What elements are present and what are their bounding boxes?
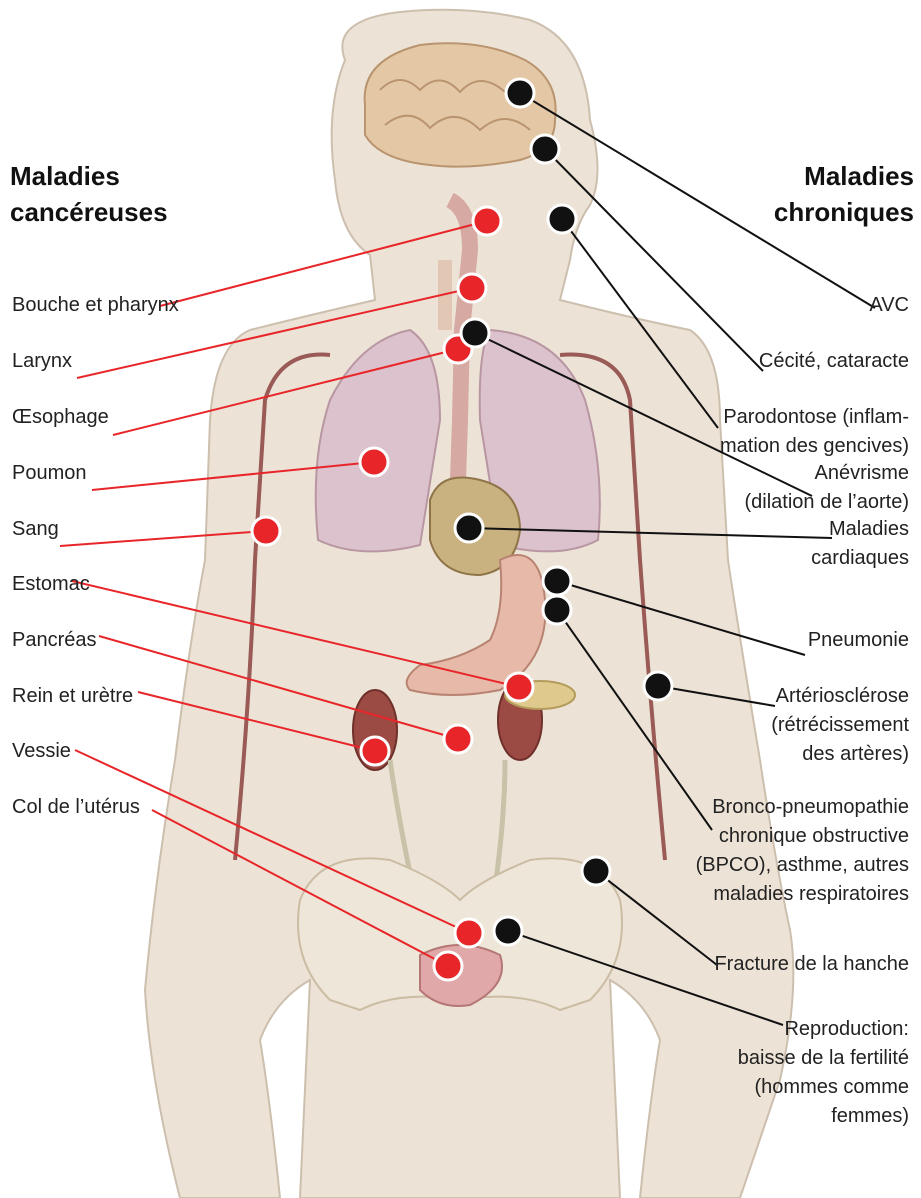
- chronic-label-10-line-1: Reproduction:: [738, 1015, 909, 1044]
- chronic-label-3-line-2: mation des gencives): [720, 432, 909, 461]
- chronic-label-3: Parodontose (inflam-mation des gencives): [720, 403, 909, 461]
- chronic-label-4-line-2: (dilation de l’aorte): [744, 488, 909, 517]
- cancer-label-9-line-1: Vessie: [12, 737, 71, 766]
- chronic-label-8-line-4: maladies respiratoires: [696, 880, 909, 909]
- chronic-marker-4: [461, 319, 489, 347]
- chronic-marker-5: [455, 514, 483, 542]
- cancer-label-3-line-1: Œsophage: [12, 403, 109, 432]
- chronic-label-6-line-1: Pneumonie: [808, 626, 909, 655]
- cancer-label-9: Vessie: [12, 737, 71, 766]
- cancer-marker-8: [361, 737, 389, 765]
- cancer-label-1: Bouche et pharynx: [12, 291, 179, 320]
- cancer-label-3: Œsophage: [12, 403, 109, 432]
- chronic-heading: Maladies chroniques: [774, 158, 914, 230]
- cancer-label-2: Larynx: [12, 347, 72, 376]
- chronic-label-8-line-3: (BPCO), asthme, autres: [696, 851, 909, 880]
- cancer-marker-7: [444, 725, 472, 753]
- chronic-label-4: Anévrisme(dilation de l’aorte): [744, 459, 909, 517]
- cancer-line-8: [138, 692, 375, 751]
- chronic-line-3: [562, 219, 718, 428]
- chronic-line-7: [658, 686, 775, 706]
- chronic-label-10: Reproduction:baisse de la fertilité(homm…: [738, 1015, 909, 1131]
- chronic-label-9: Fracture de la hanche: [714, 950, 909, 979]
- chronic-label-2: Cécité, cataracte: [759, 347, 909, 376]
- cancer-label-2-line-1: Larynx: [12, 347, 72, 376]
- chronic-marker-2: [531, 135, 559, 163]
- chronic-label-1-line-1: AVC: [869, 291, 909, 320]
- cancer-label-8-line-1: Rein et urètre: [12, 682, 133, 711]
- chronic-heading-line1: Maladies: [774, 158, 914, 194]
- chronic-label-10-line-3: (hommes comme: [738, 1073, 909, 1102]
- chronic-label-7-line-1: Artériosclérose: [771, 682, 909, 711]
- chronic-marker-9: [582, 857, 610, 885]
- cancer-line-1: [160, 221, 487, 306]
- chronic-label-4-line-1: Anévrisme: [744, 459, 909, 488]
- cancer-label-10-line-1: Col de l’utérus: [12, 793, 140, 822]
- cancer-label-5: Sang: [12, 515, 59, 544]
- cancer-label-5-line-1: Sang: [12, 515, 59, 544]
- cancer-label-4-line-1: Poumon: [12, 459, 87, 488]
- cancer-marker-10: [434, 952, 462, 980]
- cancer-label-7: Pancréas: [12, 626, 97, 655]
- chronic-label-8-line-1: Bronco-pneumopathie: [696, 793, 909, 822]
- chronic-marker-1: [506, 79, 534, 107]
- chronic-label-9-line-1: Fracture de la hanche: [714, 950, 909, 979]
- cancer-line-10: [152, 810, 448, 966]
- chronic-label-5-line-2: cardiaques: [811, 544, 909, 573]
- cancer-label-6-line-1: Estomac: [12, 570, 90, 599]
- chronic-heading-line2: chroniques: [774, 194, 914, 230]
- cancer-label-4: Poumon: [12, 459, 87, 488]
- cancer-label-7-line-1: Pancréas: [12, 626, 97, 655]
- chronic-label-8-line-2: chronique obstructive: [696, 822, 909, 851]
- cancer-marker-2: [458, 274, 486, 302]
- cancer-marker-9: [455, 919, 483, 947]
- cancer-line-6: [72, 581, 519, 687]
- chronic-marker-3: [548, 205, 576, 233]
- cancer-line-4: [92, 462, 374, 490]
- chronic-label-7: Artériosclérose(rétrécissementdes artère…: [771, 682, 909, 769]
- chronic-label-7-line-3: des artères): [771, 740, 909, 769]
- chronic-label-1: AVC: [869, 291, 909, 320]
- cancer-heading: Maladies cancéreuses: [10, 158, 168, 230]
- chronic-label-2-line-1: Cécité, cataracte: [759, 347, 909, 376]
- chronic-marker-6: [543, 567, 571, 595]
- chronic-line-6: [557, 581, 805, 655]
- cancer-label-10: Col de l’utérus: [12, 793, 140, 822]
- cancer-marker-4: [360, 448, 388, 476]
- chronic-line-5: [469, 528, 832, 538]
- cancer-marker-5: [252, 517, 280, 545]
- chronic-marker-10: [494, 917, 522, 945]
- cancer-marker-1: [473, 207, 501, 235]
- chronic-label-3-line-1: Parodontose (inflam-: [720, 403, 909, 432]
- chronic-label-6: Pneumonie: [808, 626, 909, 655]
- chronic-label-10-line-2: baisse de la fertilité: [738, 1044, 909, 1073]
- cancer-line-7: [99, 636, 458, 739]
- cancer-label-8: Rein et urètre: [12, 682, 133, 711]
- cancer-heading-line1: Maladies: [10, 158, 168, 194]
- chronic-label-10-line-4: femmes): [738, 1102, 909, 1131]
- chronic-label-7-line-2: (rétrécissement: [771, 711, 909, 740]
- cancer-line-5: [60, 531, 266, 546]
- chronic-line-2: [545, 149, 763, 371]
- cancer-marker-6: [505, 673, 533, 701]
- chronic-marker-8: [543, 596, 571, 624]
- cancer-label-1-line-1: Bouche et pharynx: [12, 291, 179, 320]
- chronic-label-5-line-1: Maladies: [811, 515, 909, 544]
- cancer-line-3: [113, 349, 458, 435]
- chronic-line-8: [557, 610, 712, 830]
- cancer-heading-line2: cancéreuses: [10, 194, 168, 230]
- cancer-line-9: [75, 750, 469, 933]
- chronic-marker-7: [644, 672, 672, 700]
- cancer-label-6: Estomac: [12, 570, 90, 599]
